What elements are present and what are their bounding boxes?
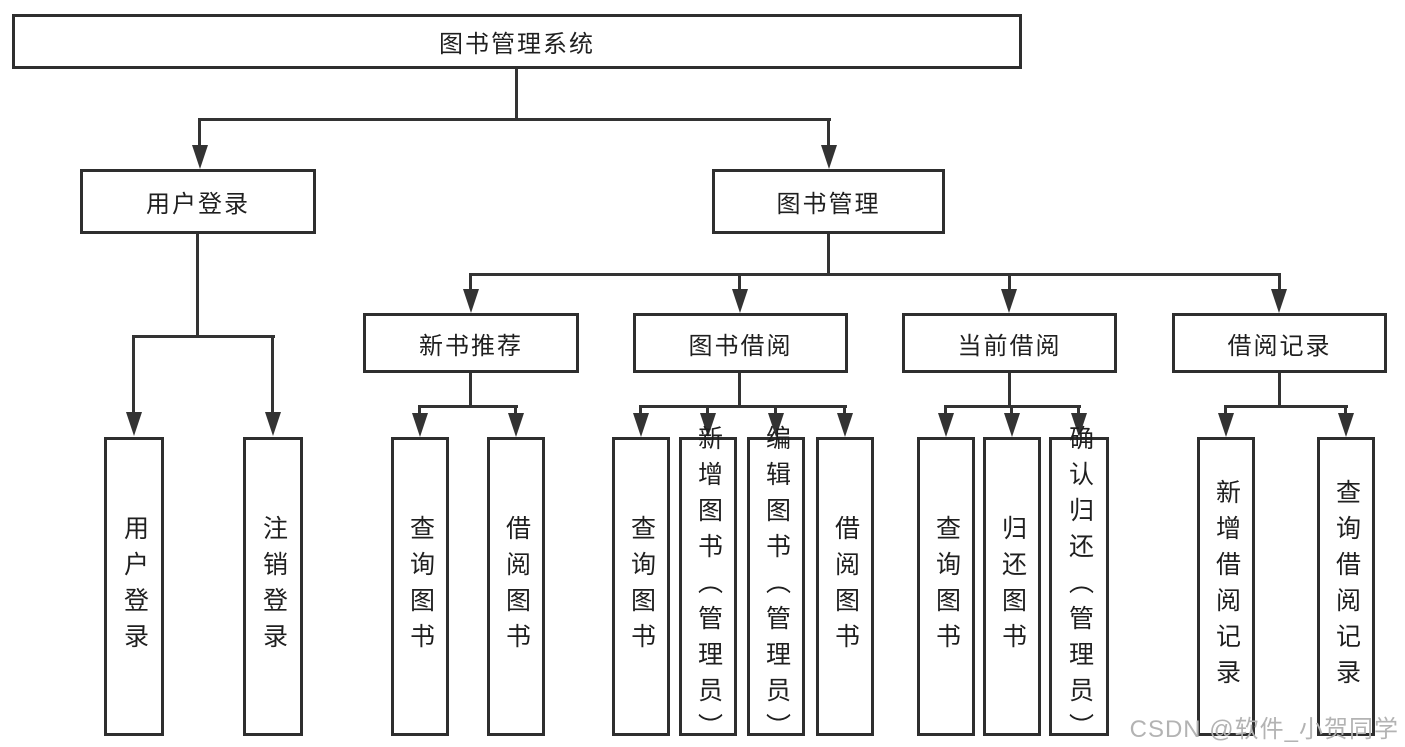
connector-line	[774, 405, 777, 417]
connector-line	[843, 405, 846, 417]
node-current-borrow: 当前借阅	[902, 313, 1117, 373]
leaf-add-borrow-record-label: 新增借阅记录	[1212, 478, 1241, 695]
connector-line	[418, 405, 518, 408]
arrow-down-icon	[938, 413, 954, 437]
node-borrow-records: 借阅记录	[1172, 313, 1387, 373]
leaf-query-books-current-label: 查询图书	[932, 514, 961, 659]
node-book-borrow-label: 图书借阅	[688, 332, 793, 360]
connector-line	[1344, 405, 1347, 417]
leaf-query-books-borrow-label: 查询图书	[627, 514, 656, 659]
connector-line	[132, 335, 135, 415]
arrow-down-icon	[126, 412, 142, 436]
connector-line	[738, 273, 741, 291]
leaf-query-books-current: 查询图书	[917, 437, 975, 736]
arrow-down-icon	[508, 413, 524, 437]
node-borrow-records-label: 借阅记录	[1227, 332, 1332, 360]
connector-line	[198, 118, 201, 148]
arrow-down-icon	[1001, 289, 1017, 313]
node-user-login-label: 用户登录	[146, 191, 250, 218]
connector-line	[1077, 405, 1080, 417]
leaf-borrow-books: 借阅图书	[816, 437, 874, 736]
arrow-down-icon	[1338, 413, 1354, 437]
connector-line	[738, 373, 741, 405]
connector-line	[132, 335, 275, 338]
connector-line	[1008, 373, 1011, 405]
arrow-down-icon	[192, 145, 208, 169]
node-current-borrow-label: 当前借阅	[957, 332, 1062, 360]
node-book-borrow: 图书借阅	[633, 313, 848, 373]
arrow-down-icon	[732, 289, 748, 313]
node-book-management: 图书管理	[712, 169, 945, 234]
leaf-logout: 注销登录	[243, 437, 303, 736]
node-root-label: 图书管理系统	[439, 31, 595, 58]
leaf-borrow-books-recommend-label: 借阅图书	[502, 514, 531, 659]
arrow-down-icon	[412, 413, 428, 437]
connector-line	[514, 405, 517, 417]
connector-line	[515, 69, 518, 118]
arrow-down-icon	[1271, 289, 1287, 313]
leaf-query-books-borrow: 查询图书	[612, 437, 670, 736]
leaf-add-borrow-record: 新增借阅记录	[1197, 437, 1255, 736]
connector-line	[1278, 273, 1281, 291]
connector-line	[944, 405, 947, 417]
arrow-down-icon	[463, 289, 479, 313]
node-new-book-recommend: 新书推荐	[363, 313, 579, 373]
arrow-down-icon	[768, 413, 784, 437]
leaf-confirm-return-admin-label: 确认归还（管理员）	[1065, 424, 1094, 747]
leaf-borrow-books-recommend: 借阅图书	[487, 437, 545, 736]
connector-line	[1010, 405, 1013, 417]
leaf-logout-label: 注销登录	[259, 514, 288, 659]
arrow-down-icon	[837, 413, 853, 437]
connector-line	[196, 234, 199, 335]
arrow-down-icon	[1004, 413, 1020, 437]
leaf-return-books-label: 归还图书	[998, 514, 1027, 659]
arrow-down-icon	[821, 145, 837, 169]
leaf-query-books-recommend-label: 查询图书	[406, 514, 435, 659]
node-root: 图书管理系统	[12, 14, 1022, 69]
connector-line	[639, 405, 642, 417]
leaf-borrow-books-label: 借阅图书	[831, 514, 860, 659]
connector-line	[827, 118, 830, 148]
arrow-down-icon	[265, 412, 281, 436]
node-user-login: 用户登录	[80, 169, 316, 234]
arrow-down-icon	[1071, 413, 1087, 437]
connector-line	[418, 405, 421, 417]
arrow-down-icon	[1218, 413, 1234, 437]
connector-line	[639, 405, 847, 408]
connector-line	[1008, 273, 1011, 291]
leaf-edit-books-admin-label: 编辑图书（管理员）	[762, 424, 791, 747]
connector-line	[271, 335, 274, 415]
connector-line	[1224, 405, 1348, 408]
node-book-management-label: 图书管理	[776, 191, 881, 218]
connector-line	[469, 373, 472, 405]
connector-line	[1278, 373, 1281, 405]
leaf-add-books-admin: 新增图书（管理员）	[679, 425, 737, 747]
leaf-edit-books-admin: 编辑图书（管理员）	[747, 425, 805, 747]
leaf-return-books: 归还图书	[983, 437, 1041, 736]
leaf-query-borrow-record-label: 查询借阅记录	[1332, 478, 1361, 695]
connector-line	[469, 273, 1281, 276]
connector-line	[827, 234, 830, 273]
leaf-add-books-admin-label: 新增图书（管理员）	[694, 424, 723, 747]
csdn-watermark: CSDN @软件_小贺同学	[1129, 716, 1399, 743]
connector-line	[198, 118, 831, 121]
leaf-confirm-return-admin: 确认归还（管理员）	[1049, 425, 1109, 747]
arrow-down-icon	[700, 413, 716, 437]
connector-line	[1224, 405, 1227, 417]
connector-line	[469, 273, 472, 291]
leaf-query-borrow-record: 查询借阅记录	[1317, 437, 1375, 736]
connector-line	[706, 405, 709, 417]
arrow-down-icon	[633, 413, 649, 437]
leaf-query-books-recommend: 查询图书	[391, 437, 449, 736]
leaf-user-login-label: 用户登录	[120, 514, 149, 659]
leaf-user-login: 用户登录	[104, 437, 164, 736]
node-new-book-recommend-label: 新书推荐	[419, 332, 523, 360]
